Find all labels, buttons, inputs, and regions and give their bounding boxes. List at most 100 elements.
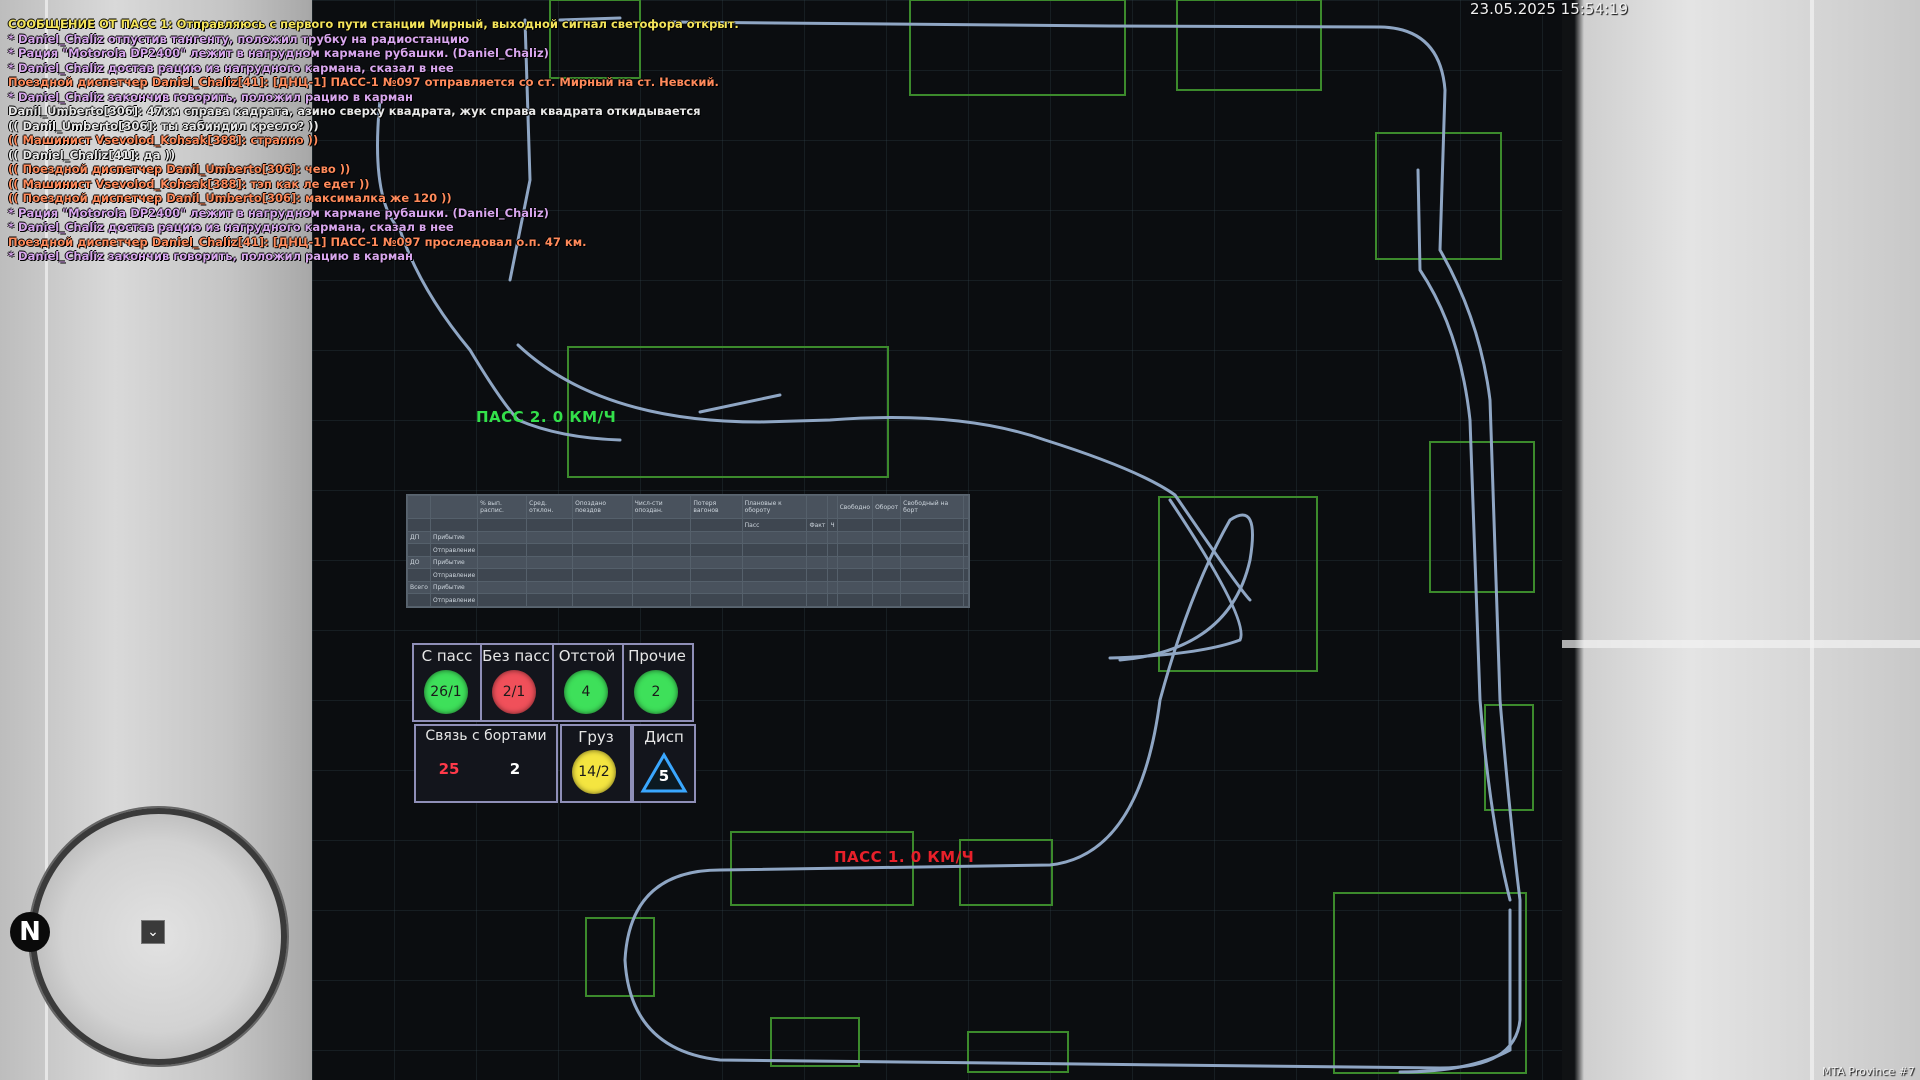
table-cell bbox=[806, 530, 829, 545]
table-cell bbox=[962, 568, 970, 582]
table-cell bbox=[872, 555, 902, 570]
table-cell bbox=[741, 530, 808, 545]
station-box bbox=[967, 1031, 1069, 1073]
table-cell bbox=[690, 543, 743, 557]
table-cell bbox=[526, 543, 574, 557]
table-cell bbox=[872, 530, 902, 545]
table-header-cell bbox=[429, 494, 479, 520]
chat-line: * Daniel_Chaliz закончив говорить, полож… bbox=[8, 249, 413, 263]
table-subheader-cell bbox=[631, 518, 692, 532]
table-cell bbox=[631, 593, 692, 607]
table-cell bbox=[631, 580, 692, 595]
counter-label-depot: Отстой bbox=[558, 647, 616, 665]
station-box bbox=[549, 0, 641, 79]
track-main bbox=[623, 20, 1522, 1070]
table-cell bbox=[741, 543, 808, 557]
table-subheader-cell bbox=[872, 518, 902, 532]
table-cell bbox=[690, 593, 743, 607]
table-cell bbox=[962, 580, 970, 595]
chat-line: * Daniel_Chaliz достав рацию из нагрудно… bbox=[8, 220, 454, 234]
table-subheader-cell bbox=[477, 518, 528, 532]
player-marker-icon: ⌄ bbox=[141, 920, 165, 944]
table-cell bbox=[962, 555, 970, 570]
train-counters-panel: С пасс Без пасс Отстой Прочие 26/1 2/1 4… bbox=[412, 643, 694, 722]
dispatcher-panel: Дисп 5 bbox=[632, 724, 696, 803]
table-cell bbox=[526, 530, 574, 545]
table-cell bbox=[631, 555, 692, 570]
table-subheader-cell: Пасс bbox=[741, 518, 808, 532]
table-cell bbox=[741, 555, 808, 570]
table-cell bbox=[900, 593, 964, 607]
comms-panel: Связь с бортами 25 2 bbox=[414, 724, 558, 803]
table-subheader-cell: Ч bbox=[827, 518, 838, 532]
table-cell bbox=[806, 555, 829, 570]
chat-line: * Daniel_Chaliz отпустив тангенту, полож… bbox=[8, 31, 470, 46]
table-cell bbox=[477, 593, 528, 607]
disp-label: Дисп bbox=[644, 728, 684, 746]
table-cell: Прибытие bbox=[429, 580, 479, 595]
chat-line: (( Машинист Vsevolod_Kohsak[388]: странн… bbox=[8, 133, 319, 147]
table-cell bbox=[827, 543, 838, 557]
track-right-parallel bbox=[1416, 168, 1512, 902]
table-cell: Отправление bbox=[429, 568, 479, 582]
table-header-cell bbox=[407, 494, 431, 520]
table-header-row: % вып. распис.Сред. отклон.Опоздано поез… bbox=[407, 494, 970, 520]
chat-line: (( Поездной диспетчер Danil_Umberto[306]… bbox=[8, 162, 351, 176]
station-box bbox=[959, 839, 1053, 906]
station-box bbox=[567, 346, 889, 478]
table-header-cell: Свободно bbox=[836, 494, 874, 520]
table-cell bbox=[477, 580, 528, 595]
train-label-pass2: ПАСС 2. 0 КМ/Ч bbox=[476, 408, 617, 426]
comms-white-value: 2 bbox=[509, 760, 521, 778]
table-subheader-cell: Факт bbox=[806, 518, 829, 532]
track-upper bbox=[516, 343, 1252, 602]
track-bottom-right bbox=[1398, 908, 1512, 1074]
table-header-cell: Сред. отклон. bbox=[526, 494, 574, 520]
track-left-spur bbox=[398, 228, 622, 442]
chat-line: (( Danil_Umberto[306]: ты забиндил кресл… bbox=[8, 118, 319, 133]
table-cell: Всего bbox=[407, 580, 431, 595]
table-cell bbox=[526, 568, 574, 582]
table-cell bbox=[962, 593, 970, 607]
table-cell bbox=[806, 543, 829, 557]
table-header-cell bbox=[962, 494, 970, 520]
table-cell: ДО bbox=[407, 555, 431, 570]
table-cell bbox=[572, 568, 633, 582]
table-cell bbox=[872, 543, 902, 557]
table-cell bbox=[900, 530, 964, 545]
warning-triangle-icon bbox=[640, 752, 688, 793]
table-header-cell: % вып. распис. bbox=[477, 494, 528, 520]
track-siding bbox=[698, 393, 782, 414]
track-branch-c bbox=[1108, 498, 1243, 660]
table-cell bbox=[872, 593, 902, 607]
table-cell bbox=[836, 568, 874, 582]
counter-circle-depot: 4 bbox=[564, 670, 608, 714]
table-cell: Отправление bbox=[429, 593, 479, 607]
table-header-cell bbox=[806, 494, 829, 520]
table-cell bbox=[572, 555, 633, 570]
table-subheader-cell bbox=[690, 518, 743, 532]
table-subheader-cell bbox=[900, 518, 964, 532]
table-subheader-cell bbox=[429, 518, 479, 532]
cargo-circle: 14/2 bbox=[572, 750, 616, 794]
table-cell bbox=[836, 555, 874, 570]
table-cell bbox=[477, 555, 528, 570]
table-cell bbox=[872, 580, 902, 595]
counter-circle-with-pass: 26/1 bbox=[424, 670, 468, 714]
table-row: Отправление bbox=[407, 543, 970, 557]
table-cell bbox=[900, 580, 964, 595]
chat-line: * Daniel_Chaliz достав рацию из нагрудно… bbox=[8, 60, 454, 75]
chat-line: (( Daniel_Chaliz[41]: да )) bbox=[8, 147, 176, 162]
table-cell bbox=[827, 530, 838, 545]
table-cell bbox=[526, 580, 574, 595]
table-subheader-cell bbox=[526, 518, 574, 532]
table-cell bbox=[690, 555, 743, 570]
table-cell bbox=[477, 568, 528, 582]
table-cell bbox=[827, 568, 838, 582]
table-cell bbox=[836, 543, 874, 557]
table-subheader-cell bbox=[572, 518, 633, 532]
